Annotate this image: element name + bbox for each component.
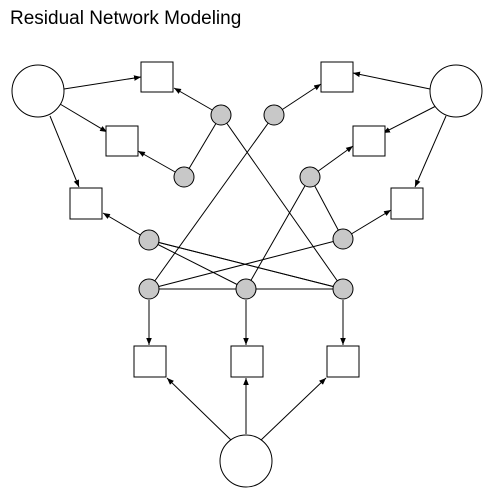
square-node [326, 345, 360, 378]
edge [148, 239, 247, 290]
square-node [140, 61, 174, 93]
arrow-edge [63, 75, 142, 90]
gray-node [299, 166, 321, 188]
square-node [105, 125, 139, 157]
gray-node [138, 278, 160, 300]
arrow-edge [414, 115, 447, 188]
arrow-edge [166, 377, 233, 442]
square-node [352, 125, 386, 157]
right-source-circle [429, 64, 483, 118]
edge [309, 176, 344, 240]
square-node [230, 345, 264, 378]
left-source-circle [11, 64, 65, 118]
gray-node [173, 166, 195, 188]
square-node [69, 187, 103, 220]
edge [148, 238, 344, 290]
gray-node [235, 278, 257, 300]
edge [245, 176, 311, 290]
edge [220, 114, 344, 290]
arrow-edge [259, 377, 327, 442]
square-node [320, 61, 354, 93]
page-title: Residual Network Modeling [10, 8, 242, 29]
arrow-edge [49, 115, 80, 188]
gray-node [263, 104, 285, 126]
edge [148, 114, 275, 290]
gray-node [332, 228, 354, 250]
gray-node [138, 229, 160, 251]
edge [183, 114, 222, 178]
square-node [390, 187, 424, 220]
arrow-edge [59, 103, 108, 133]
gray-node [332, 278, 354, 300]
arrow-edge [382, 105, 437, 134]
bottom-source-circle [219, 434, 273, 488]
arrow-edge [352, 71, 431, 90]
square-node [133, 345, 167, 378]
gray-node [210, 104, 232, 126]
